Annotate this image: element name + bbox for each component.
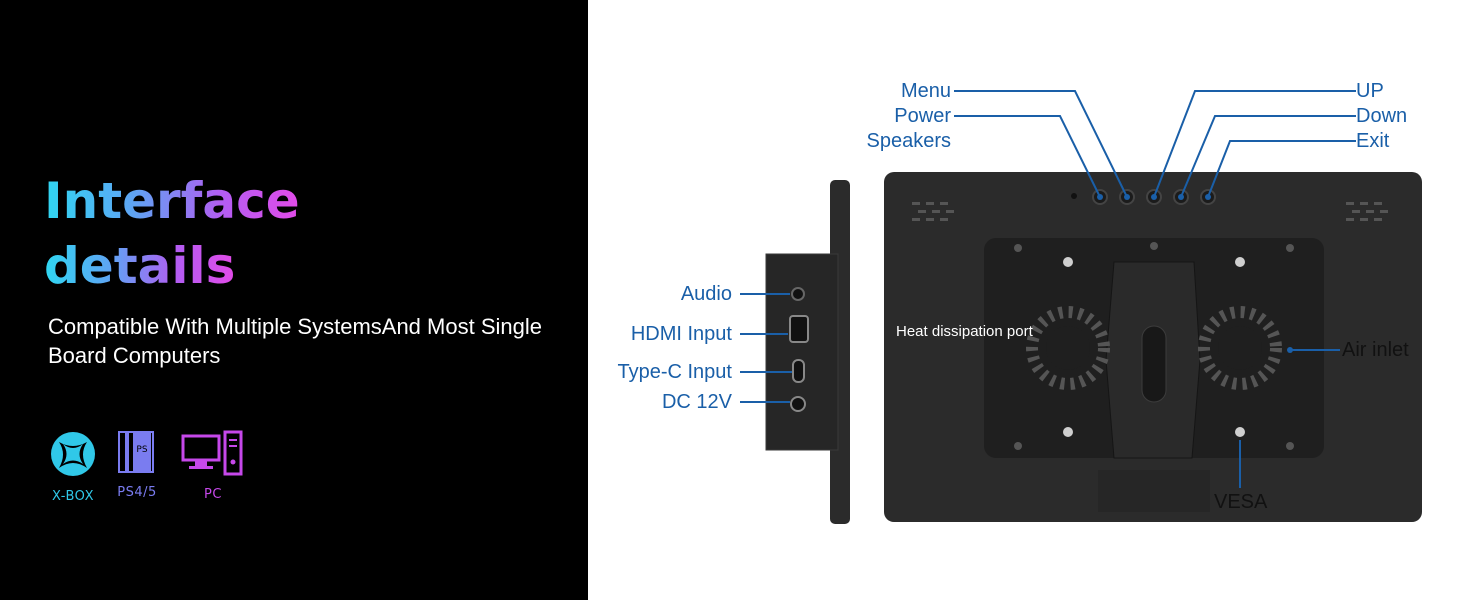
headline-line-1: Interface <box>44 172 300 230</box>
compatibility-subtitle: Compatible With Multiple SystemsAnd Most… <box>48 314 542 368</box>
label-hdmi-input: HDMI Input <box>630 323 732 345</box>
label-speakers: Speakers <box>866 130 952 152</box>
label-type-c-input: Type-C Input <box>617 361 732 383</box>
side-view-device <box>765 180 850 524</box>
label-audio-port: Audio <box>680 283 732 305</box>
hdmi-port-icon <box>789 315 809 343</box>
system-label-playstation: PS4/5 <box>117 485 157 500</box>
label-menu-button: Menu <box>900 80 951 102</box>
usb-c-port-icon <box>792 359 805 383</box>
label-heat-dissipation-port: Heat dissipation port <box>896 323 1033 340</box>
system-label-xbox: X-BOX <box>52 489 94 504</box>
dc-jack-icon <box>790 396 806 412</box>
system-playstation: PS PS4/5 <box>110 430 164 500</box>
left-info-panel: Interface details Compatible With Multip… <box>0 0 588 600</box>
desktop-pc-icon <box>181 430 243 476</box>
system-label-pc: PC <box>204 487 222 502</box>
label-air-inlet: Air inlet <box>1342 339 1409 361</box>
callout-lines <box>740 90 1356 488</box>
label-up-button: UP <box>1356 80 1384 102</box>
system-pc: PC <box>180 430 246 502</box>
headline-line-2: details <box>44 237 236 295</box>
label-dc-12v: DC 12V <box>661 391 732 413</box>
svg-text:PS: PS <box>136 445 147 455</box>
label-down-button: Down <box>1356 105 1408 127</box>
audio-jack-icon <box>791 287 805 301</box>
playstation-logo-icon: PS <box>118 431 154 473</box>
system-xbox: X-BOX <box>44 430 102 504</box>
label-exit-button: Exit <box>1356 130 1390 152</box>
label-vesa: VESA <box>1214 491 1268 513</box>
xbox-logo-icon <box>51 432 95 476</box>
rear-view-device <box>884 172 1422 522</box>
label-power-button: Power <box>894 105 951 127</box>
